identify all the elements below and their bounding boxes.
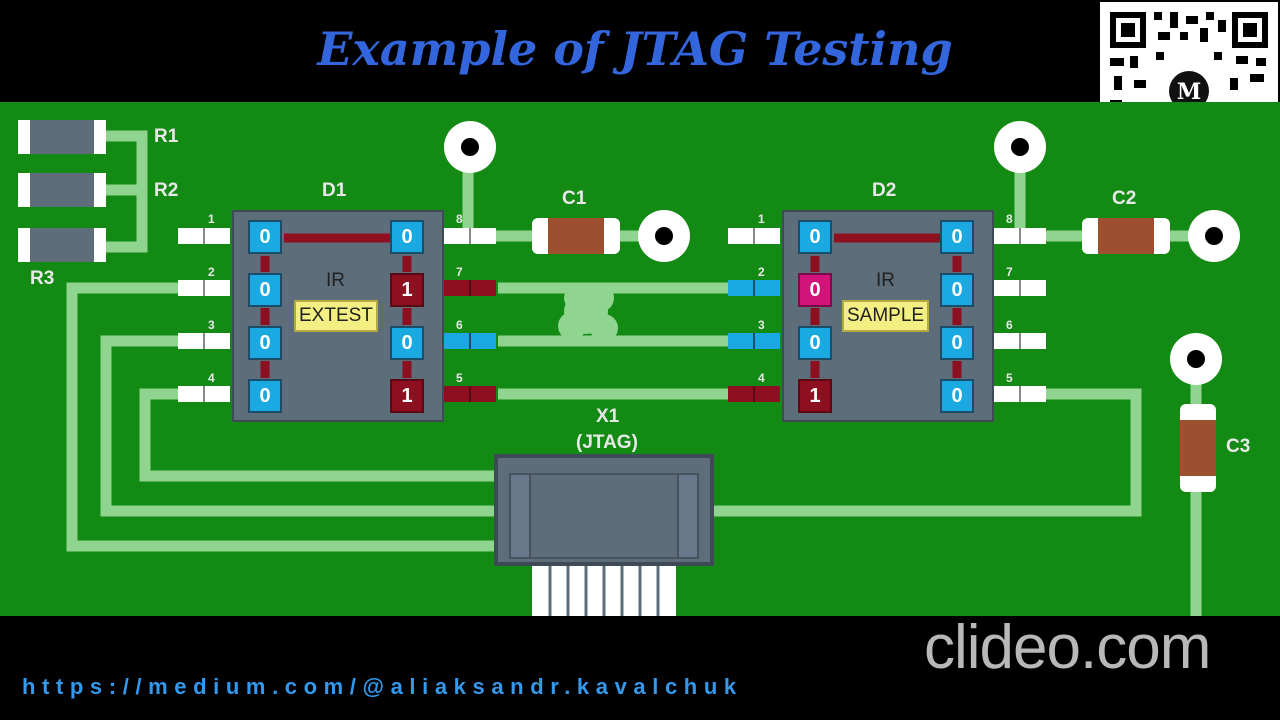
d2-pin-5: 5: [1006, 371, 1013, 385]
label-d1: D1: [322, 180, 347, 201]
label-c1: C1: [562, 188, 587, 209]
d2-pads: [728, 228, 1046, 402]
d1-pin-2: 2: [208, 265, 215, 279]
label-x1: X1: [596, 406, 620, 427]
resistor-r3: [18, 228, 106, 262]
d2-pin-7: 7: [1006, 265, 1013, 279]
d1-cell-left-2: 0: [248, 273, 282, 307]
d1-cell-left-3: 0: [248, 326, 282, 360]
label-r3: R3: [30, 268, 55, 289]
d1-mode-badge: EXTEST: [294, 300, 378, 332]
d1-pin-1: 1: [208, 212, 215, 226]
label-r2: R2: [154, 180, 179, 201]
d2-pin-6: 6: [1006, 318, 1013, 332]
page-title: Example of JTAG Testing: [317, 22, 953, 76]
d1-pin-8: 8: [456, 212, 463, 226]
label-c3: C3: [1226, 436, 1251, 457]
label-c2: C2: [1112, 188, 1137, 209]
capacitor-c1: [532, 218, 620, 254]
d2-mode-badge: SAMPLE: [842, 300, 930, 332]
label-d2: D2: [872, 180, 897, 201]
d2-cell-left-4: 1: [798, 379, 832, 413]
d2-pin-1: 1: [758, 212, 765, 226]
d1-pin-4: 4: [208, 371, 215, 385]
d2-pin-2: 2: [758, 265, 765, 279]
d2-pin-8: 8: [1006, 212, 1013, 226]
d1-pin-7: 7: [456, 265, 463, 279]
test-point: [444, 121, 1240, 385]
d1-cell-right-6: 0: [390, 326, 424, 360]
d2-cell-left-3: 0: [798, 326, 832, 360]
d2-pin-4: 4: [758, 371, 765, 385]
d2-cell-left-2: 0: [798, 273, 832, 307]
qr-badge: M: [1177, 79, 1201, 105]
footer-url-link[interactable]: https://medium.com/@aliaksandr.kavalchuk: [22, 674, 743, 699]
d1-pin-5: 5: [456, 371, 463, 385]
chip-d1: 0 0 0 0 0 1 0 1 IR EXTEST: [232, 210, 444, 422]
jtag-connector: [494, 454, 714, 616]
d1-cell-left-1: 0: [248, 220, 282, 254]
d1-pin-3: 3: [208, 318, 215, 332]
pcb-traces: [18, 120, 1240, 616]
d2-cell-right-6: 0: [940, 326, 974, 360]
d2-cell-left-1: 0: [798, 220, 832, 254]
d2-pin-3: 3: [758, 318, 765, 332]
d2-cell-right-5: 0: [940, 379, 974, 413]
d2-cell-right-8: 0: [940, 220, 974, 254]
d1-cell-right-5: 1: [390, 379, 424, 413]
d1-pin-6: 6: [456, 318, 463, 332]
d1-ir-label: IR: [326, 270, 345, 291]
d1-pads: [178, 228, 496, 402]
chip-d2: 0 0 0 1 0 0 0 0 IR SAMPLE: [782, 210, 994, 422]
label-r1: R1: [154, 126, 179, 147]
pcb-board: 0 0 0 0 0 1 0 1 IR EXTEST 0 0 0 1 0 0 0 …: [0, 102, 1280, 616]
label-x1-subtitle: (JTAG): [576, 432, 638, 453]
watermark-brand: clideo.com: [924, 613, 1211, 682]
short-circuit-blob: [558, 284, 618, 342]
capacitor-c3: [1180, 404, 1216, 492]
d2-scan-chain: [810, 233, 962, 378]
d1-cell-right-7: 1: [390, 273, 424, 307]
d1-cell-left-4: 0: [248, 379, 282, 413]
d1-scan-chain: [260, 233, 412, 378]
capacitor-c2: [1082, 218, 1170, 254]
resistor-r2: [18, 173, 106, 207]
resistor-r1: [18, 120, 106, 154]
d2-ir-label: IR: [876, 270, 895, 291]
d1-cell-right-8: 0: [390, 220, 424, 254]
d2-cell-right-7: 0: [940, 273, 974, 307]
